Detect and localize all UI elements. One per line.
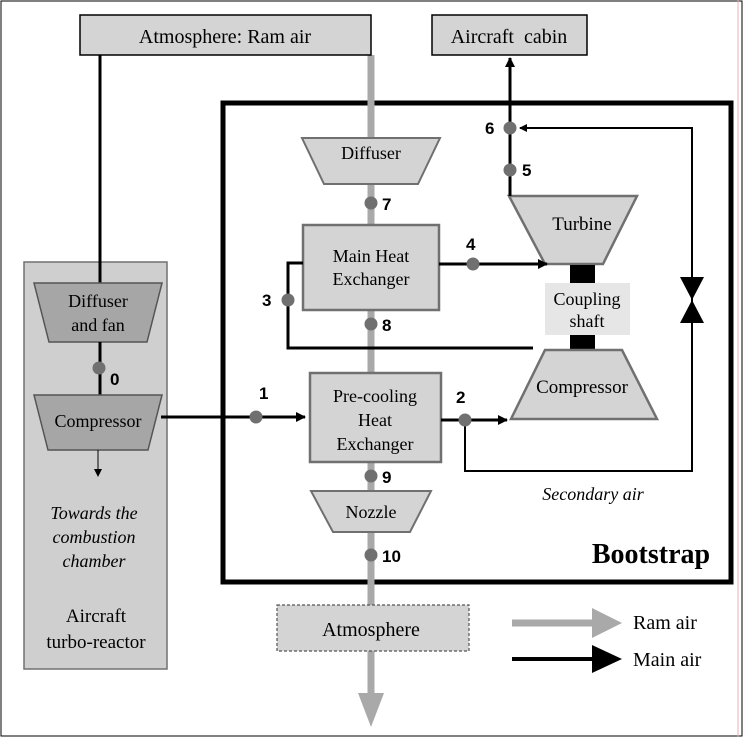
bootstrap-label: Bootstrap [592,539,710,570]
bypass-valve-icon [680,277,704,300]
diffuser-label: Diffuser [341,143,401,163]
coupling-label-2: shaft [570,311,605,331]
station-dot-2 [458,413,472,427]
nozzle-shape [309,490,433,533]
station-label-1: 1 [259,384,268,403]
station-dot-5 [503,163,517,177]
atmosphere-out-box [276,604,470,652]
main-hx-label-2: Exchanger [333,269,410,289]
coupling-shaft-top-block [570,265,595,283]
bootstrap-frame [220,100,734,585]
coupling-shaft-bottom-block [570,335,595,350]
aircraft-cabin-box [431,14,588,56]
engine-compressor-label: Compressor [55,411,142,431]
legend-ram-air-arrow [592,608,622,638]
diffuser-fan-label-1: Diffuser [68,291,128,311]
bootstrap-compressor-shape [508,348,660,421]
station-dot-7 [364,196,378,210]
station-dot-0 [92,361,106,375]
station-label-8: 8 [382,316,391,335]
towards-label-1: Towards the [50,503,137,523]
station-dot-3 [281,293,295,307]
station-dot-10 [364,548,378,562]
towards-label-3: chamber [63,551,127,571]
precool-hx-label-2: Heat [358,410,392,430]
station-label-6: 6 [485,119,494,138]
atmosphere-out-label: Atmosphere [322,619,420,641]
station-label-2: 2 [456,388,465,407]
precool-hx-label-1: Pre-cooling [333,386,417,406]
turbine-label: Turbine [552,214,611,235]
station-dot-6 [503,121,517,135]
diffuser-fan-label-2: and fan [71,315,124,335]
atmosphere-ram-air-label: Atmosphere: Ram air [139,26,312,48]
secondary-air-label: Secondary air [542,484,644,504]
turbo-reactor-label-2: turbo-reactor [46,632,146,653]
towards-label-2: combustion [53,527,136,547]
legend-main-air-label: Main air [633,649,702,671]
legend-ram-air-label: Ram air [633,612,697,634]
main-hx-label-1: Main Heat [333,246,409,266]
coupling-shaft-box [545,283,630,335]
precooling-heat-exchanger-box [308,371,443,464]
engine-compressor-shape [33,394,163,451]
station-dot-9 [364,469,378,483]
station-label-5: 5 [522,161,531,180]
nozzle-label: Nozzle [346,502,397,522]
station-label-10: 10 [382,547,401,566]
station-label-9: 9 [382,468,391,487]
diffuser-shape [300,137,442,185]
station-dot-4 [466,257,480,271]
main-heat-exchanger-box [301,223,441,312]
aircraft-cabin-label: Aircraft cabin [451,26,568,48]
turbo-reactor-label-1: Aircraft [66,606,127,627]
ram-air-exit-arrow [358,693,384,727]
station-label-4: 4 [466,235,476,254]
station-label-7: 7 [382,195,391,214]
station-label-3: 3 [262,291,271,310]
station-dot-1 [249,410,263,424]
atmosphere-ram-air-box [79,14,372,56]
precool-hx-label-3: Exchanger [337,434,414,454]
station-label-0: 0 [110,370,119,389]
secondary-air-loop [464,124,693,472]
legend-main-air-arrow [592,645,622,673]
coupling-label-1: Coupling [553,289,620,309]
engine-diffuser-fan-shape [33,282,163,343]
bypass-valve-icon-lower [680,300,704,323]
bootstrap-compressor-label: Compressor [536,377,629,398]
turbine-shape [506,194,640,266]
station-dot-8 [364,317,378,331]
